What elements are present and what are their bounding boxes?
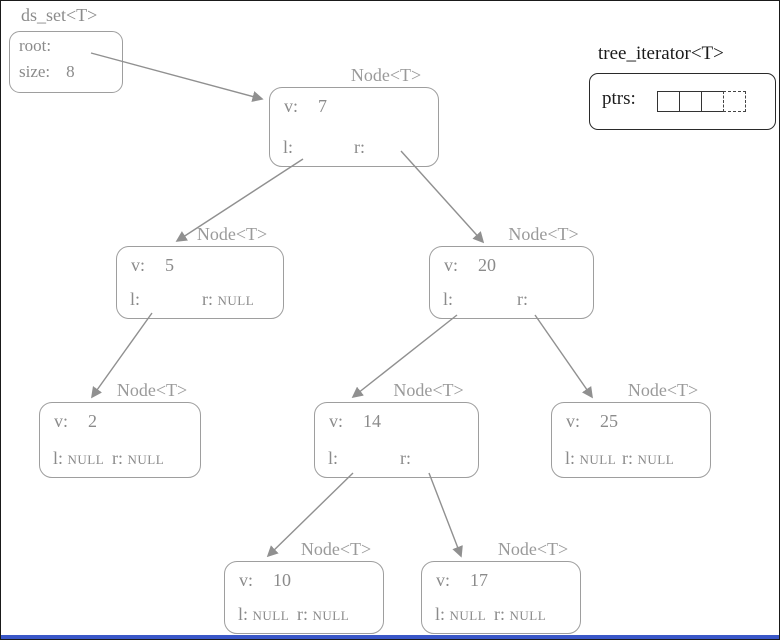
tree-iterator-box: ptrs: [589, 73, 776, 130]
node-box-5: v: 5 l: r: NULL [116, 246, 284, 319]
size-value: 8 [66, 62, 75, 81]
r-pointer-value: NULL [637, 452, 675, 467]
node-type-label: Node<T> [393, 380, 464, 400]
node-value: 25 [600, 411, 619, 431]
l-pointer-value: NULL [449, 608, 487, 623]
node-value: 20 [478, 255, 497, 275]
v-label: v: [329, 411, 344, 431]
node-value: 5 [165, 255, 175, 275]
node-20-group: Node<T> v: 20 l: r: [429, 222, 594, 319]
l-label: l: [130, 289, 141, 309]
ptrs-array [657, 91, 746, 112]
size-label: size: [19, 62, 51, 81]
node-box-17: v: 17 l: NULL r: NULL [421, 561, 581, 634]
v-label: v: [566, 411, 581, 431]
l-label: l: [53, 448, 64, 468]
r-label: r: [494, 604, 505, 624]
ds-set-title: ds_set<T> [21, 5, 98, 25]
ptr-cell-dashed [723, 91, 746, 112]
node-box-7: v: 7 l: r: [269, 87, 439, 167]
bottom-blue-strip [1, 635, 779, 639]
l-label: l: [328, 448, 339, 468]
node-value: 2 [88, 411, 98, 431]
ptr-cell-1 [679, 91, 702, 112]
node-value: 10 [273, 570, 292, 590]
r-label: r: [112, 448, 123, 468]
r-label: r: [517, 289, 528, 309]
v-label: v: [284, 96, 299, 116]
node-type-label: Node<T> [196, 224, 268, 244]
node-type-label: Node<T> [300, 539, 372, 559]
node-5-group: Node<T> v: 5 l: r: NULL [116, 222, 284, 319]
ptr-cell-2 [701, 91, 724, 112]
node-box-25: v: 25 l: NULL r: NULL [551, 402, 711, 478]
l-label: l: [443, 289, 454, 309]
node-10-group: Node<T> v: 10 l: NULL r: NULL [224, 537, 384, 634]
node-box-2: v: 2 l: NULL r: NULL [39, 402, 201, 478]
r-pointer-value: NULL [312, 608, 350, 623]
r-pointer-value: NULL [509, 608, 547, 623]
r-label: r: [622, 448, 633, 468]
v-label: v: [444, 255, 459, 275]
l-pointer-value: NULL [579, 452, 617, 467]
node-type-label: Node<T> [350, 65, 422, 85]
node-type-label: Node<T> [627, 380, 699, 400]
v-label: v: [436, 570, 451, 590]
r-pointer-value: NULL [127, 452, 165, 467]
l-label: l: [565, 448, 576, 468]
ptrs-label: ptrs: [602, 88, 636, 109]
l-label: l: [283, 137, 294, 157]
l-pointer-value: NULL [67, 452, 105, 467]
node-7-group: Node<T> v: 7 l: r: [269, 63, 439, 167]
ptr-cell-0 [657, 91, 680, 112]
node-14-group: Node<T> v: 14 l: r: [314, 378, 479, 478]
node-box-20: v: 20 l: r: [429, 246, 594, 319]
node-value: 7 [318, 96, 328, 116]
node-box-10: v: 10 l: NULL r: NULL [224, 561, 384, 634]
l-pointer-value: NULL [252, 608, 290, 623]
v-label: v: [54, 411, 69, 431]
node-17-group: Node<T> v: 17 l: NULL r: NULL [421, 537, 581, 634]
l-label: l: [238, 604, 249, 624]
node-25-group: Node<T> v: 25 l: NULL r: NULL [551, 378, 711, 478]
ds-set-box: root: size: 8 [9, 31, 123, 93]
tree-iterator-title: tree_iterator<T> [598, 43, 724, 64]
r-pointer-value: NULL [217, 293, 255, 308]
root-label: root: [19, 36, 52, 55]
node-box-14: v: 14 l: r: [314, 402, 479, 478]
r-label: r: [202, 289, 213, 309]
node-type-label: Node<T> [508, 224, 579, 244]
r-label: r: [297, 604, 308, 624]
node-2-group: Node<T> v: 2 l: NULL r: NULL [39, 378, 201, 478]
r-label: r: [400, 448, 411, 468]
v-label: v: [131, 255, 146, 275]
v-label: v: [239, 570, 254, 590]
node-type-label: Node<T> [116, 380, 188, 400]
node-value: 14 [363, 411, 382, 431]
node-type-label: Node<T> [497, 539, 569, 559]
l-label: l: [435, 604, 446, 624]
node-value: 17 [470, 570, 489, 590]
r-label: r: [354, 137, 365, 157]
